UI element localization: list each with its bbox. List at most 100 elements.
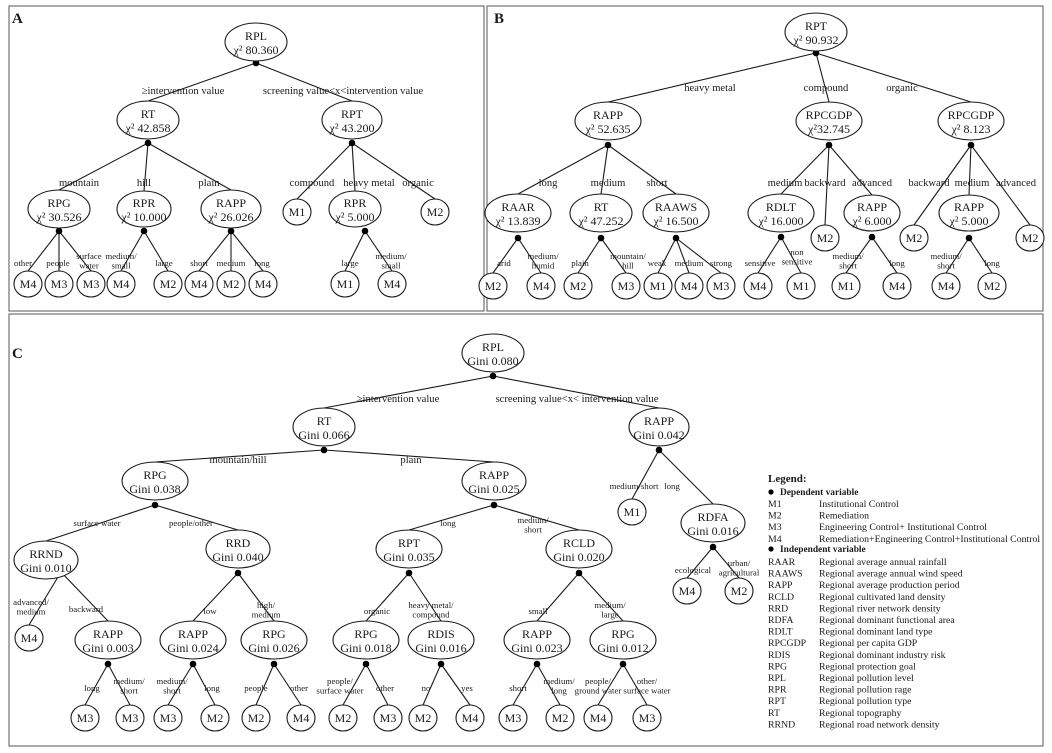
tree-edge-a-a22	[351, 142, 356, 192]
tree-edge-c-l6	[273, 663, 302, 706]
panel-a-border	[8, 5, 485, 312]
edge-label-c-l11: short	[509, 683, 527, 693]
node-statistic: Gini 0.016	[687, 524, 738, 538]
leaf-label: M2	[427, 205, 444, 219]
leaf-node-a-a121: M4	[106, 270, 136, 298]
node-statistic: Gini 0.040	[212, 550, 263, 564]
node-variable: RAPP	[93, 627, 123, 641]
leaf-label: M4	[462, 711, 479, 725]
leaf-node-c-l8: M3	[373, 704, 403, 732]
edge-label-a-a11: mountain	[59, 178, 100, 189]
tree-edge-c-l5	[255, 663, 275, 706]
node-variable: RRD	[226, 536, 251, 550]
legend-independent-description: Regional average production period	[819, 580, 960, 591]
legend-independent-description: Regional dominant land type	[819, 627, 933, 638]
leaf-label: M4	[679, 584, 696, 598]
edge-label-b-b111: arid	[497, 258, 511, 268]
node-statistic: χ² 16.500	[653, 214, 699, 228]
legend-independent-description: Regional protection goal	[819, 661, 916, 672]
legend-independent-code: RCLD	[768, 592, 794, 603]
node-variable: RAAR	[501, 200, 534, 214]
tree-edge-c-l9	[422, 663, 442, 706]
tree-edge-b-b31	[913, 144, 972, 226]
node-statistic: χ² 5.000	[949, 214, 989, 228]
tree-edge-a-a111	[27, 230, 60, 272]
leaf-label: M4	[21, 631, 38, 645]
tree-edge-c-c22	[658, 449, 714, 505]
leaf-label: M2	[207, 711, 224, 725]
tree-edge-b-b33	[970, 144, 1031, 226]
node-variable: RPCGDP	[948, 108, 995, 122]
tree-edge-c-l13	[597, 663, 624, 706]
leaf-label: M4	[384, 277, 401, 291]
tree-edge-c-c221	[686, 546, 714, 579]
node-statistic: χ² 80.360	[233, 43, 279, 57]
tree-edge-a-a221	[344, 230, 366, 272]
edge-label-b-b322: long	[984, 258, 1000, 268]
legend-independent-code: RDIS	[768, 650, 790, 661]
tree-edge-b-b32	[968, 144, 972, 196]
node-variable: RPG	[143, 468, 167, 482]
node-statistic: χ² 26.026	[208, 210, 254, 224]
tree-edge-a-a131	[198, 230, 232, 272]
split-point-b-b21	[777, 233, 785, 241]
legend-dependent-code: M1	[768, 499, 782, 510]
tree-edge-c-l11	[512, 663, 538, 706]
node-statistic: Gini 0.035	[383, 550, 434, 564]
panel-c-label: C	[12, 346, 23, 362]
leaf-label: M1	[624, 505, 641, 519]
tree-edge-b-b22	[824, 144, 830, 226]
edge-label-b-b13: short	[646, 178, 667, 189]
edge-label-c-c1222: medium/large	[594, 600, 626, 620]
leaf-node-b-b131: M1	[643, 272, 673, 300]
leaf-label: M3	[639, 711, 656, 725]
node-statistic: Gini 0.016	[415, 641, 466, 655]
tree-edge-c-l1	[84, 663, 109, 706]
legend-independent-code: RRND	[768, 719, 795, 730]
split-point-c-c12	[490, 501, 498, 509]
node-statistic: Gini 0.018	[340, 641, 391, 655]
tree-edge-c-l4	[192, 663, 216, 706]
node-variable: RPR	[133, 196, 156, 210]
split-point-a-a11	[55, 227, 63, 235]
leaf-node-a-a131: M4	[184, 270, 214, 298]
edge-label-c-l8: other	[376, 683, 394, 693]
node-variable: RCLD	[563, 536, 595, 550]
legend-independent-description: Regional topography	[819, 708, 902, 719]
split-point-c-root	[489, 372, 497, 380]
tree-edge-b-b322	[968, 237, 993, 274]
tree-edge-c-c222	[712, 546, 740, 579]
edge-label-b-b32: medium	[955, 178, 990, 189]
legend-dependent-description: Remediation+Engineering Control+Institut…	[819, 534, 1040, 545]
edge-label-b-b211: sensitive	[745, 258, 776, 268]
node-statistic: χ² 52.635	[585, 122, 631, 136]
tree-edge-b-b3	[815, 52, 972, 103]
edge-label-a-a112: people	[46, 258, 70, 268]
leaf-label: M4	[20, 277, 37, 291]
edge-label-a-a133: long	[254, 258, 270, 268]
node-statistic: χ² 10.000	[121, 210, 167, 224]
tree-edge-c-c1111	[28, 571, 62, 626]
edge-label-a-a2: screening value<x<intervention value	[263, 86, 424, 97]
legend-independent-description: Regional average annual rainfall	[819, 557, 947, 568]
legend-independent-description: Regional pollution type	[819, 696, 912, 707]
leaf-label: M3	[505, 711, 522, 725]
tree-edge-a-a21	[296, 142, 353, 200]
split-point-c-c1	[320, 446, 328, 454]
leaf-node-c-c1111: M4	[14, 624, 44, 652]
node-statistic: Gini 0.025	[468, 482, 519, 496]
edge-label-c-c112: people/other	[169, 518, 213, 528]
split-point-c-c1121	[189, 660, 197, 668]
leaf-node-c-l3: M3	[153, 704, 183, 732]
split-point-b-b32	[965, 234, 973, 242]
leaf-node-a-a222: M4	[377, 270, 407, 298]
tree-edge-b-b231	[845, 236, 873, 274]
leaf-label: M3	[160, 711, 177, 725]
edge-label-c-c22: long	[664, 481, 680, 491]
